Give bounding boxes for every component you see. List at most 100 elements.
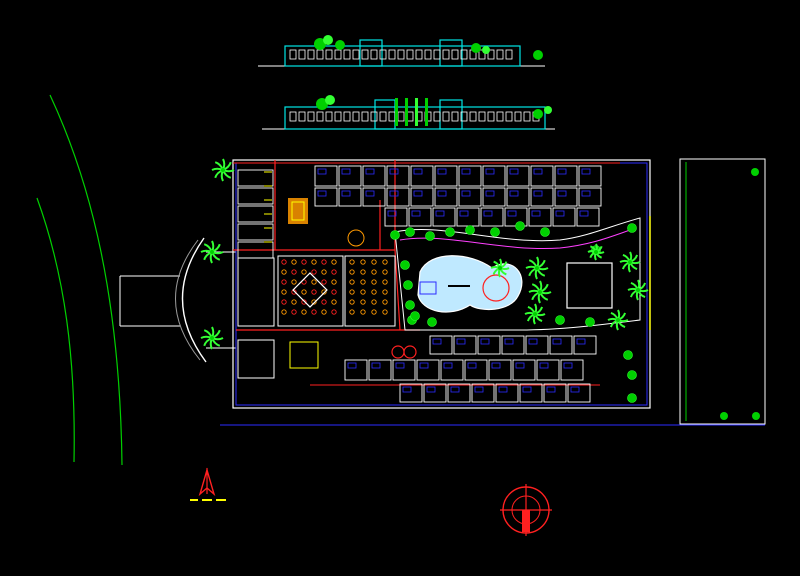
room-bed bbox=[579, 210, 589, 217]
shrub bbox=[627, 223, 637, 233]
room-bed bbox=[533, 168, 543, 175]
restaurant-table bbox=[311, 279, 317, 285]
guest-room bbox=[362, 187, 386, 207]
elevation-window bbox=[343, 111, 351, 122]
guest-room bbox=[501, 335, 525, 355]
palm-trunk bbox=[538, 290, 542, 294]
restaurant-table bbox=[321, 289, 327, 295]
room-bed bbox=[563, 362, 573, 369]
shrub bbox=[405, 300, 415, 310]
room-bed bbox=[459, 210, 469, 217]
restaurant-table bbox=[360, 289, 366, 295]
restaurant-table bbox=[291, 279, 297, 285]
restaurant-table bbox=[281, 309, 287, 315]
room-bed bbox=[531, 210, 541, 217]
guest-room bbox=[423, 383, 447, 403]
palm-trunk bbox=[535, 266, 539, 270]
room-bed bbox=[552, 338, 562, 345]
guest-room bbox=[416, 359, 440, 381]
north-arrow-icon bbox=[190, 467, 226, 501]
shrub bbox=[490, 227, 500, 237]
guest-room bbox=[237, 187, 274, 205]
restaurant-table bbox=[331, 269, 337, 275]
restaurant-table bbox=[281, 269, 287, 275]
elevation-window bbox=[496, 111, 504, 122]
elevation-window bbox=[397, 111, 405, 122]
east-parcel bbox=[220, 158, 766, 426]
room-bed bbox=[419, 362, 429, 369]
shrub bbox=[403, 280, 413, 290]
shrub bbox=[390, 230, 400, 240]
restaurant-table bbox=[360, 309, 366, 315]
restaurant-table bbox=[349, 299, 355, 305]
elevation-window bbox=[442, 49, 450, 60]
guest-room bbox=[399, 383, 423, 403]
elevation-window bbox=[514, 111, 522, 122]
shrub bbox=[410, 311, 420, 321]
room-bed bbox=[509, 168, 519, 175]
elevation-window bbox=[370, 49, 378, 60]
guest-room bbox=[519, 383, 543, 403]
elevation-window bbox=[451, 111, 459, 122]
restaurant-table bbox=[311, 259, 317, 265]
room-bed bbox=[371, 362, 381, 369]
restaurant-table bbox=[371, 289, 377, 295]
guest-room bbox=[440, 359, 464, 381]
guest-room bbox=[338, 187, 362, 207]
shrub bbox=[445, 227, 455, 237]
elevation-window bbox=[523, 111, 531, 122]
guest-room bbox=[578, 165, 602, 187]
elevation-window bbox=[298, 111, 306, 122]
palm-tree-icon bbox=[490, 258, 510, 278]
room-bed bbox=[474, 386, 484, 393]
restaurant-table bbox=[349, 309, 355, 315]
palm-trunk bbox=[498, 266, 502, 270]
restaurant-table bbox=[371, 269, 377, 275]
room-bed bbox=[539, 362, 549, 369]
room-bed bbox=[365, 168, 375, 175]
restaurant-table bbox=[291, 259, 297, 265]
guest-room bbox=[482, 165, 506, 187]
guest-room bbox=[573, 335, 597, 355]
restaurant-table bbox=[281, 259, 287, 265]
room-bed bbox=[557, 168, 567, 175]
guest-room bbox=[408, 207, 432, 227]
restaurant-table bbox=[321, 309, 327, 315]
guest-room bbox=[477, 335, 501, 355]
elevation-window bbox=[325, 111, 333, 122]
elevation-window bbox=[298, 49, 306, 60]
elevation-trees bbox=[314, 35, 543, 60]
guest-room bbox=[314, 165, 338, 187]
restaurant-table bbox=[331, 279, 337, 285]
room-bed bbox=[483, 210, 493, 217]
guest-room bbox=[549, 335, 573, 355]
guest-room bbox=[362, 165, 386, 187]
shrub bbox=[623, 350, 633, 360]
restaurant-table bbox=[349, 259, 355, 265]
palm-trunk bbox=[210, 336, 214, 340]
elevation-window bbox=[361, 111, 369, 122]
room-bed bbox=[581, 190, 591, 197]
guest-room bbox=[237, 169, 274, 187]
side-elevation bbox=[262, 95, 555, 130]
guest-room bbox=[386, 187, 410, 207]
guest-room bbox=[512, 359, 536, 381]
palm-tree-icon bbox=[211, 158, 235, 182]
room-bed bbox=[461, 168, 471, 175]
guest-rooms bbox=[237, 165, 602, 403]
shrub bbox=[425, 231, 435, 241]
restaurant-table bbox=[360, 279, 366, 285]
guest-room bbox=[237, 223, 274, 241]
restaurant-table bbox=[281, 299, 287, 305]
elevation-window bbox=[451, 49, 459, 60]
palm-trunk bbox=[221, 168, 225, 172]
elevation-window bbox=[307, 111, 315, 122]
guest-room bbox=[554, 165, 578, 187]
room-bed bbox=[389, 190, 399, 197]
restaurant-table bbox=[371, 309, 377, 315]
restaurant-table bbox=[311, 299, 317, 305]
restaurant-table bbox=[281, 289, 287, 295]
restaurant-table bbox=[371, 299, 377, 305]
restaurant-table bbox=[382, 279, 388, 285]
